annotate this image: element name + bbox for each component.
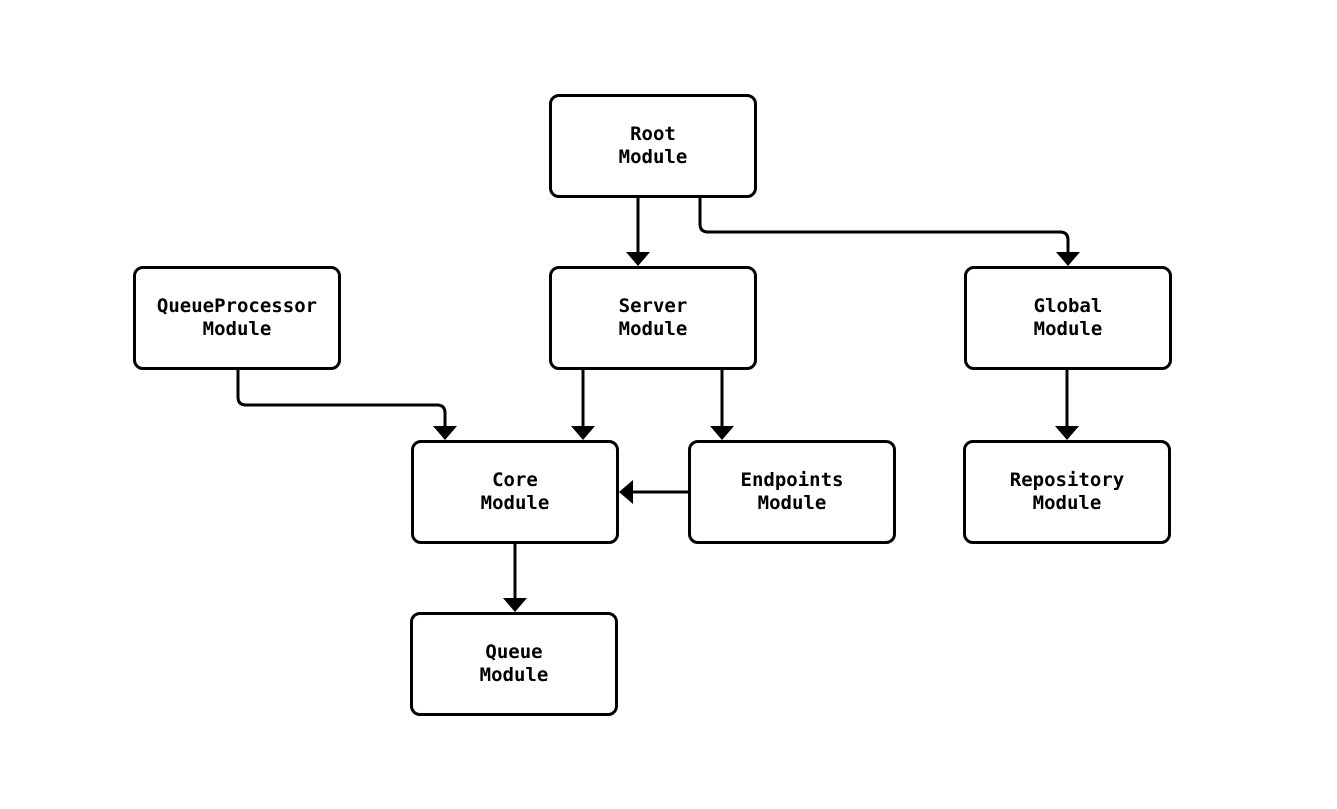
node-label-line2: Module [202,318,272,340]
node-repository-module[interactable]: Repository Module [963,440,1171,544]
node-label-line2: Module [757,492,827,514]
edge-global-to-repository [1055,368,1079,440]
edge-endpoints-to-core [619,480,690,504]
node-label-line1: Endpoints [740,469,844,491]
node-endpoints-module[interactable]: Endpoints Module [688,440,896,544]
arrowhead-icon [571,426,595,440]
arrowhead-icon [619,480,633,504]
node-label-line1: Core [492,469,538,491]
edge-server-to-endpoints [710,368,734,440]
node-label-line2: Module [1033,318,1103,340]
node-label-line2: Module [1032,492,1102,514]
arrowhead-icon [433,426,457,440]
arrowhead-icon [710,426,734,440]
arrowhead-icon [503,598,527,612]
edge-queueprocessor-to-core [236,368,457,440]
arrowhead-icon [1055,426,1079,440]
node-label-line1: Root [630,123,676,145]
node-label-line1: Server [618,295,688,317]
node-global-module[interactable]: Global Module [964,266,1172,370]
edge-server-to-core [571,368,595,440]
edge-root-to-global [698,196,1080,266]
edge-core-to-queue [503,542,527,612]
node-queueprocessor-module[interactable]: QueueProcessor Module [133,266,341,370]
arrowhead-icon [1056,252,1080,266]
node-queue-module[interactable]: Queue Module [410,612,618,716]
node-label-line2: Module [618,146,688,168]
node-label-line1: QueueProcessor [156,295,318,317]
node-label-line1: Global [1033,295,1103,317]
node-core-module[interactable]: Core Module [411,440,619,544]
node-label-line2: Module [618,318,688,340]
node-label-line2: Module [479,664,549,686]
node-label-line1: Queue [485,641,543,663]
node-server-module[interactable]: Server Module [549,266,757,370]
edge-root-to-server [626,196,650,266]
node-label-line1: Repository [1009,469,1125,491]
node-label-line2: Module [480,492,550,514]
arrowhead-icon [626,252,650,266]
node-root-module[interactable]: Root Module [549,94,757,198]
